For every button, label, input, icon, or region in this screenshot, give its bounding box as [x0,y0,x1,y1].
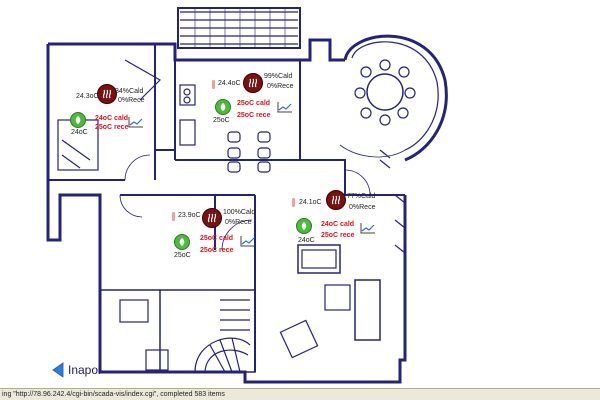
room-1-trend-chart-icon[interactable] [128,116,144,128]
status-text: ing "http://78.96.242.4/cgi-bin/scada-vi… [2,391,225,398]
room-2-trend-chart-icon[interactable] [277,101,293,113]
room-1-temperature: 24.3oC [76,93,99,100]
room-1-cooling-setpoint[interactable]: 25oC rece [95,124,129,131]
room-1-heating-percent: 34%Cald [115,88,144,95]
floor-plan [46,7,448,384]
room-2-cooling-percent: 0%Rece [267,83,294,90]
room-4-temperature: 24.1oC [299,199,322,206]
room-4-cooling-percent: 0%Rece [349,204,376,211]
room-2-temperature: 24.4oC [218,80,241,87]
room-3-heater-icon[interactable] [202,208,222,228]
room-4-cooling-setpoint[interactable]: 25oC rece [321,232,355,239]
room-2-thermometer-icon [212,80,215,89]
room-2-cooling-setpoint[interactable]: 25oC rece [237,112,271,119]
room-3-eco-temperature: 25oC [174,252,191,259]
browser-status-bar: ing "http://78.96.242.4/cgi-bin/scada-vi… [0,388,600,400]
room-2-eco-leaf-icon[interactable] [215,99,231,115]
room-3-temperature: 23.9oC [178,212,201,219]
room-2-heating-percent: 99%Cald [264,73,293,80]
room-3-heating-percent: 100%Cald [223,209,256,216]
back-button[interactable]: Inapoi [52,362,101,378]
back-button-label: Inapoi [68,363,101,377]
room-2-eco-temperature: 25oC [213,117,230,124]
room-3-trend-chart-icon[interactable] [240,235,256,247]
room-1-heater-icon[interactable] [97,84,117,104]
room-1-cooling-percent: 0%Rece [118,97,145,104]
room-1-eco-leaf-icon[interactable] [70,112,86,128]
room-2-heating-setpoint[interactable]: 25oC cald [237,100,271,107]
room-3-heating-setpoint[interactable]: 25oC cald [200,235,234,242]
room-4-trend-chart-icon[interactable] [360,222,376,234]
room-3-cooling-percent: 0%Rece [225,219,252,226]
room-2-heater-icon[interactable] [243,73,263,93]
arrow-left-icon [52,362,64,378]
room-4-heating-setpoint[interactable]: 24oC cald [321,221,355,228]
room-4-heater-icon[interactable] [326,190,346,210]
room-3-cooling-setpoint[interactable]: 25oC rece [200,247,234,254]
room-1-heating-setpoint[interactable]: 24oC cald [95,115,129,122]
room-4-thermometer-icon [292,198,295,207]
room-4-eco-leaf-icon[interactable] [296,218,312,234]
room-4-eco-temperature: 24oC [298,237,315,244]
room-3-eco-leaf-icon[interactable] [174,234,190,250]
room-1-eco-temperature: 24oC [71,129,88,136]
room-3-thermometer-icon [172,212,175,221]
room-4-heating-percent: 77%Cald [347,193,376,200]
